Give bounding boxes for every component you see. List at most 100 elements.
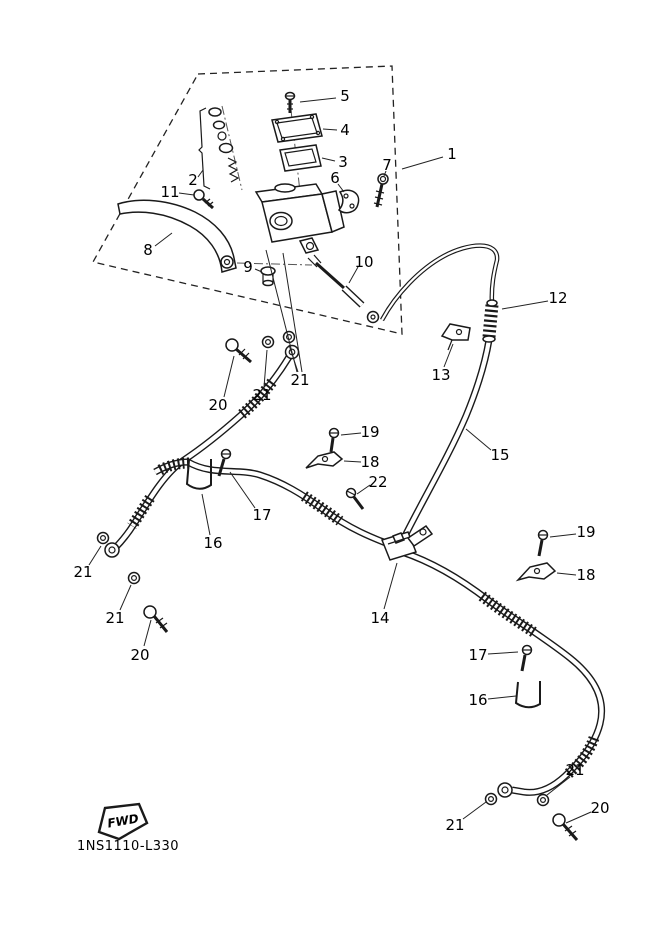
callout-leader-line [229,471,256,509]
part-callout-11: 11 [160,183,179,201]
callout-leader-line [197,169,204,178]
hose-coil [237,378,277,420]
part-callout-2: 2 [188,171,198,189]
part-callout-21: 21 [105,609,124,627]
diagram-code: 1NS1110-L330 [77,839,180,854]
screw-part5 [284,91,296,113]
part-callout-19: 19 [360,423,379,441]
part-callout-20: 20 [208,396,227,414]
callout-leader-line [223,355,235,398]
master-cylinder-body [254,183,345,254]
callout-leader-line [143,619,152,647]
clamp-part6 [337,189,360,214]
part-callout-19: 19 [576,523,595,541]
pushrod-part10 [307,254,380,324]
part-callout-13: 13 [431,366,450,384]
banjo-right [497,782,513,798]
callout-leader-line [501,300,549,310]
part-callout-21: 21 [445,816,464,834]
washer-part21-left-a [96,531,110,545]
hose-coil [478,591,538,638]
part-callout-1: 1 [447,145,457,163]
callout-leader-line [546,776,571,796]
bolt-part7 [373,173,389,208]
boot-spring-part12 [482,304,499,338]
part-callout-15: 15 [490,446,509,464]
reservoir-cap-part4 [271,113,323,143]
part-callout-18: 18 [576,566,595,584]
screw-part19-right [537,529,549,557]
callout-leader-line [322,128,338,131]
bolt-part11 [193,189,215,210]
callout-leader-line [299,97,337,103]
part-callout-14: 14 [370,609,389,627]
banjo-left [104,542,120,558]
union-bolt-part20-left [143,605,169,633]
part-callout-20: 20 [590,799,609,817]
bushing-part9 [260,266,276,287]
callout-leader-line [565,811,592,824]
part-callout-5: 5 [340,87,350,105]
clamp-part13 [440,323,471,351]
callout-leader-line [282,252,303,373]
holder-part18-right [515,562,557,582]
callout-leader-line [549,533,577,538]
brake-lever-part8 [117,199,237,273]
callout-leader-line [201,493,211,536]
screw-part17-right [520,644,533,672]
fwd-badge: FWD [97,802,149,841]
dashed-boundary-part1 [92,65,403,335]
part-callout-17: 17 [468,646,487,664]
part-callout-21: 21 [290,371,309,389]
part-callout-22: 22 [368,473,387,491]
callout-leader-line [487,695,517,700]
callout-leader-line [321,157,336,162]
union-bolt-part20-right [552,813,579,841]
callout-leader-line [340,432,362,436]
callout-leader-line [263,349,268,388]
part-callout-6: 6 [330,169,340,187]
part-callout-21: 21 [252,386,271,404]
callout-leader-line [265,249,298,373]
screw-part22 [345,487,365,510]
joint-part14 [381,524,434,561]
part-callout-16: 16 [203,534,222,552]
union-bolt-part20-mc [225,338,252,364]
washer-part21-right-a [484,792,498,806]
callout-leader-line [383,562,398,610]
callout-leader-line [556,572,577,576]
callout-leader-line [356,484,371,495]
part-callout-8: 8 [143,241,153,259]
brake-hoses [112,243,606,796]
part-callout-18: 18 [360,453,379,471]
screw-part19-left [328,427,340,453]
hose-coil [157,457,191,475]
part-callout-17: 17 [252,506,271,524]
callout-leader-line [154,232,173,247]
callout-leader-line [348,266,359,284]
part-callout-3: 3 [338,153,348,171]
callout-leader-line [383,170,387,177]
part-callout-12: 12 [548,289,567,307]
part-callout-10: 10 [354,253,373,271]
callout-leader-line [254,268,263,273]
diaphragm-part3 [279,144,322,172]
clamp-part16-left [185,459,212,490]
part-callout-21: 21 [565,761,584,779]
callout-leader-line [337,183,345,193]
washer-part21-left-b [127,571,141,585]
callout-leader-line [401,156,444,170]
callout-leader-line [443,343,454,368]
callout-leader-line [462,801,487,820]
fwd-label: FWD [106,811,139,830]
callout-leader-line [88,545,102,566]
part-callout-16: 16 [468,691,487,709]
clamp-part16-right [514,681,541,709]
part-callout-21: 21 [73,563,92,581]
callout-leader-line [119,584,132,611]
callout-leader-line [288,344,299,373]
callout-leader-line [487,651,519,655]
piston-kit-part2 [198,107,240,190]
